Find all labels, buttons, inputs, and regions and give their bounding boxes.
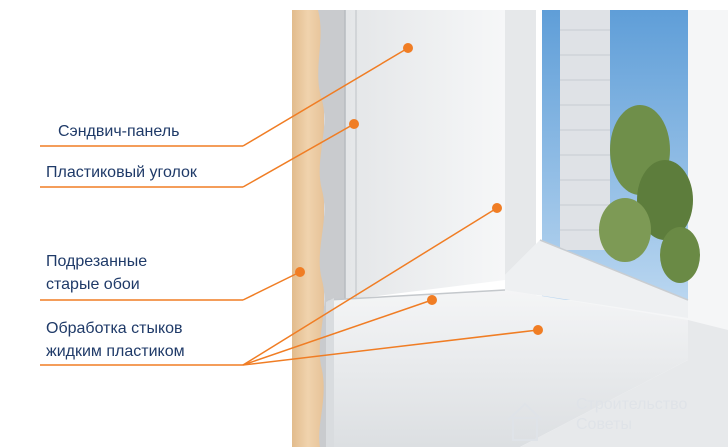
label-trimmed-wallpaper-2: старые обои — [46, 276, 140, 293]
leader-joint-2 — [242, 299, 433, 366]
leader-sandwich-panel — [242, 47, 409, 147]
slope-panel — [345, 10, 505, 300]
watermark-line-1: Строительство — [576, 396, 688, 413]
label-plastic-corner: Пластиковый уголок — [46, 164, 197, 181]
leader-plastic-corner — [242, 123, 355, 188]
outside-tree — [599, 105, 700, 283]
marker-plastic-corner — [349, 119, 359, 129]
label-joint-treatment-2: жидким пластиком — [46, 343, 185, 360]
leader-trimmed-wallpaper — [242, 271, 301, 301]
window-sash — [536, 10, 542, 300]
sill-front — [520, 320, 728, 447]
leader-joint-1 — [242, 207, 498, 366]
label-joint-treatment-1: Обработка стыков — [46, 320, 183, 337]
sill-edge — [327, 289, 506, 301]
marker-joint-3 — [533, 325, 543, 335]
glass-bottom-edge — [539, 239, 689, 301]
sandwich-panel-slope — [344, 10, 505, 300]
label-sandwich-panel: Сэндвич-панель — [58, 123, 180, 140]
window-frame — [505, 10, 728, 340]
marker-trimmed-wallpaper — [295, 267, 305, 277]
frame-inner-bevel — [505, 10, 540, 275]
marker-joint-1 — [492, 203, 502, 213]
leader-lines — [242, 47, 539, 366]
sill-end-cap — [326, 298, 334, 447]
marker-dots — [295, 43, 543, 335]
label-trimmed-wallpaper-1: Подрезанные — [46, 253, 148, 270]
frame-bottom-rail — [505, 240, 688, 318]
watermark: Строительство Советы — [532, 395, 687, 435]
watermark-line-2: Советы — [576, 416, 632, 433]
leader-joint-3 — [242, 329, 539, 366]
sill-top — [328, 290, 688, 447]
watermark-logo-icon — [507, 402, 543, 441]
marker-sandwich-panel — [403, 43, 413, 53]
window-sill — [326, 289, 728, 447]
label-underlines — [40, 145, 243, 366]
marker-joint-2 — [427, 295, 437, 305]
